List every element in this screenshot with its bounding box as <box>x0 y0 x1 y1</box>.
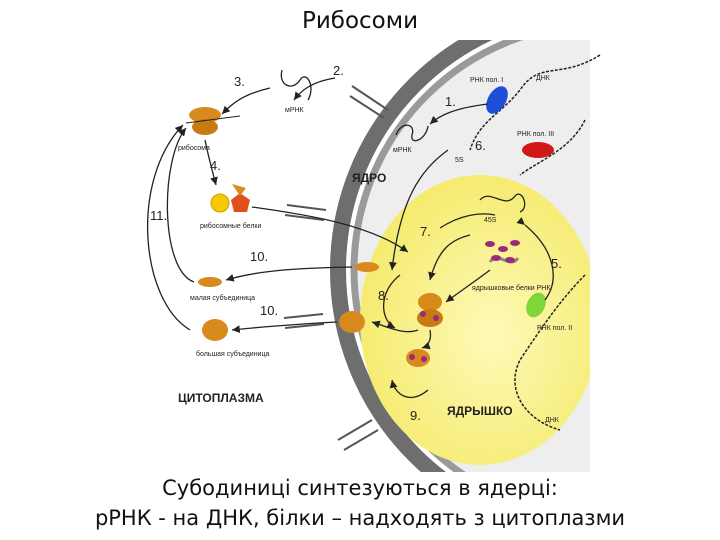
caption-line-1: Субодиниці синтезуються в ядерці: <box>162 476 558 500</box>
step-10-large: 10. <box>260 303 278 318</box>
label-rna-pol-3: РНК пол. III <box>517 131 554 138</box>
arrow-proteins-import <box>251 206 409 253</box>
arrow-45s <box>439 213 496 229</box>
arrow-step-3 <box>221 87 271 115</box>
small-subunit <box>198 277 222 287</box>
arrow-assembly-export <box>371 320 419 333</box>
arrow-step-11b <box>166 127 195 283</box>
nucleolus <box>360 175 590 465</box>
dna-strand <box>519 119 586 176</box>
label-dna-bottom: ДНК <box>545 417 560 424</box>
slide-title: Рибосоми <box>301 8 419 34</box>
step-1: 1. <box>445 94 456 109</box>
arrow-step-4 <box>204 139 218 186</box>
preribosome-late <box>406 349 430 367</box>
rna-polymerase-1 <box>486 86 508 114</box>
label-nucleolus: ЯДРЫШКО <box>447 404 513 418</box>
ribosomal-protein-yellow <box>210 193 230 213</box>
step-5: 5. <box>551 256 562 271</box>
nuclear-pore <box>283 313 325 329</box>
large-subunit <box>202 319 228 341</box>
arrow-step-10a <box>225 266 353 282</box>
label-ribosomal-proteins: рибосомные белки <box>200 222 261 230</box>
arrow-step-2 <box>293 77 336 101</box>
label-ribosome: рибосома <box>178 144 210 152</box>
nuclear-envelope-inner <box>350 40 524 472</box>
label-large-subunit: большая субъединица <box>196 350 269 358</box>
step-11: 11. <box>150 208 167 223</box>
rrna-strand <box>488 256 520 264</box>
arrow-step-9 <box>389 379 429 399</box>
step-9: 9. <box>410 408 421 423</box>
large-subunit-export <box>339 311 365 333</box>
step-7: 7. <box>420 224 431 239</box>
ribosome <box>185 107 241 135</box>
step-8: 8. <box>378 288 389 303</box>
step-3: 3. <box>234 74 245 89</box>
label-rna-pol-1: РНК пол. I <box>470 77 503 84</box>
nuclear-pore <box>284 204 327 221</box>
mrna-strand <box>395 124 429 142</box>
rrna-45s-strand <box>479 193 526 213</box>
rna-polymerase-2 <box>526 292 546 318</box>
arrow-step-1 <box>429 103 489 125</box>
arrow-step-7 <box>428 234 471 281</box>
preribosome-assembly <box>417 293 443 327</box>
nucleolar-proteins-cluster <box>485 240 520 263</box>
label-cytoplasm: ЦИТОПЛАЗМА <box>178 391 264 405</box>
arrow-step-8 <box>383 274 401 329</box>
caption-line-2: рРНК - на ДНК, білки – надходять з цитоп… <box>94 506 626 530</box>
label-small-subunit: малая субъединица <box>190 294 255 302</box>
arrow-assembly-down <box>421 329 432 350</box>
ribosomal-protein-orange <box>232 184 246 196</box>
label-5s: 5S <box>455 157 464 164</box>
label-nucleus: ЯДРО <box>352 171 386 185</box>
small-subunit-export <box>355 262 379 272</box>
label-mrna-cytoplasm: мРНК <box>285 107 305 114</box>
nuclear-pore <box>337 419 379 451</box>
nuclear-envelope-outer <box>330 40 493 472</box>
ribosomal-protein-red <box>231 193 250 212</box>
label-dna-top: ДНК <box>536 75 551 82</box>
label-45s: 45S <box>484 217 497 224</box>
arrow-step-11 <box>147 124 191 331</box>
step-2: 2. <box>333 63 344 78</box>
dna-strand <box>469 54 601 151</box>
arrow-5s-import <box>389 149 449 271</box>
label-rna-pol-2: РНК пол. II <box>537 325 572 332</box>
arrow-step-5 <box>516 217 554 301</box>
rna-polymerase-3 <box>522 142 554 158</box>
arrow-proteins-to-assembly <box>445 269 491 303</box>
step-10-small: 10. <box>250 249 268 264</box>
nuclear-pore <box>349 85 389 119</box>
arrow-step-10b <box>231 321 338 334</box>
dna-strand <box>514 274 586 431</box>
mrna-strand <box>280 69 312 101</box>
label-nucleolar-proteins: ядрышковые белки РНК <box>472 284 551 292</box>
step-6: 6. <box>475 138 486 153</box>
label-mrna-nucleus: мРНК <box>393 147 413 154</box>
step-4: 4. <box>210 158 221 173</box>
